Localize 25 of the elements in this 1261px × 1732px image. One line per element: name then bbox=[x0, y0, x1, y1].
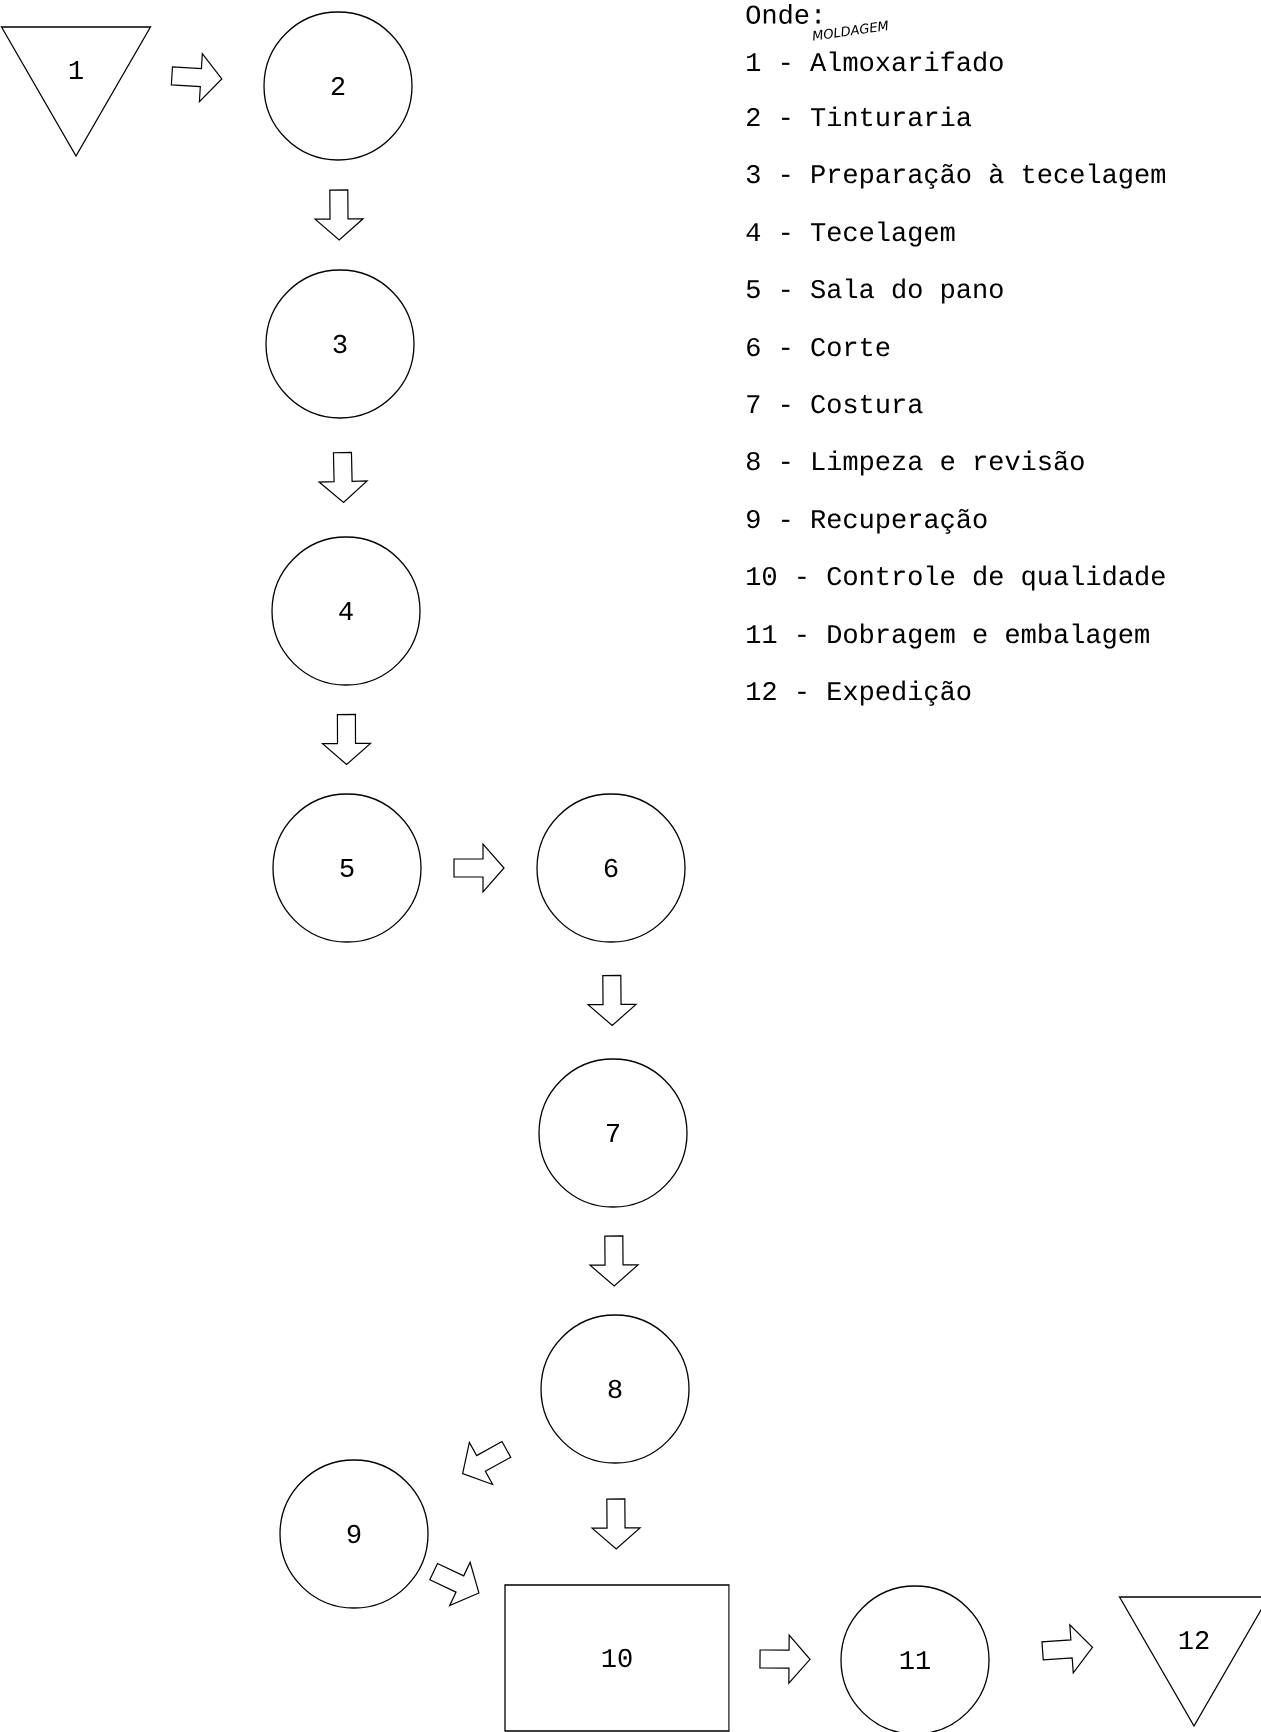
block-arrow bbox=[453, 842, 505, 894]
key-entry: 9 - Recuperação bbox=[747, 508, 987, 534]
key-entry: 4 - Tecelagem bbox=[746, 221, 955, 247]
key-entry: 5 - Sala do pano bbox=[746, 278, 1003, 304]
block-arrow bbox=[590, 1498, 642, 1550]
key-entry: 10 - Controle de qualidade bbox=[747, 565, 1165, 591]
key-entry: 7 - Costura bbox=[747, 394, 923, 414]
key-entry: 2 - Tinturaria bbox=[747, 106, 972, 127]
block-arrow bbox=[759, 1633, 811, 1685]
key-entry: 1 - Almoxarifado bbox=[747, 51, 1003, 72]
block-arrow bbox=[461, 1440, 512, 1486]
key-entry: 8 - Limpeza e revisão bbox=[746, 450, 1084, 476]
key-entry: 6 - Corte bbox=[747, 337, 890, 357]
block-arrow bbox=[1041, 1623, 1094, 1675]
block-arrow bbox=[170, 52, 223, 104]
block-arrow bbox=[317, 451, 369, 504]
key-entry: 12 - Expedição bbox=[747, 680, 971, 706]
key-entry: 3 - Preparação à tecelagem bbox=[746, 163, 1166, 189]
inspection-square: 10 bbox=[504, 1584, 730, 1732]
block-arrow bbox=[429, 1560, 480, 1607]
block-arrow bbox=[586, 974, 638, 1027]
block-arrow bbox=[313, 189, 365, 241]
block-arrow bbox=[588, 1235, 640, 1287]
block-arrow bbox=[320, 713, 373, 766]
key-entry: 11 - Dobragem e embalagem bbox=[747, 623, 1149, 649]
